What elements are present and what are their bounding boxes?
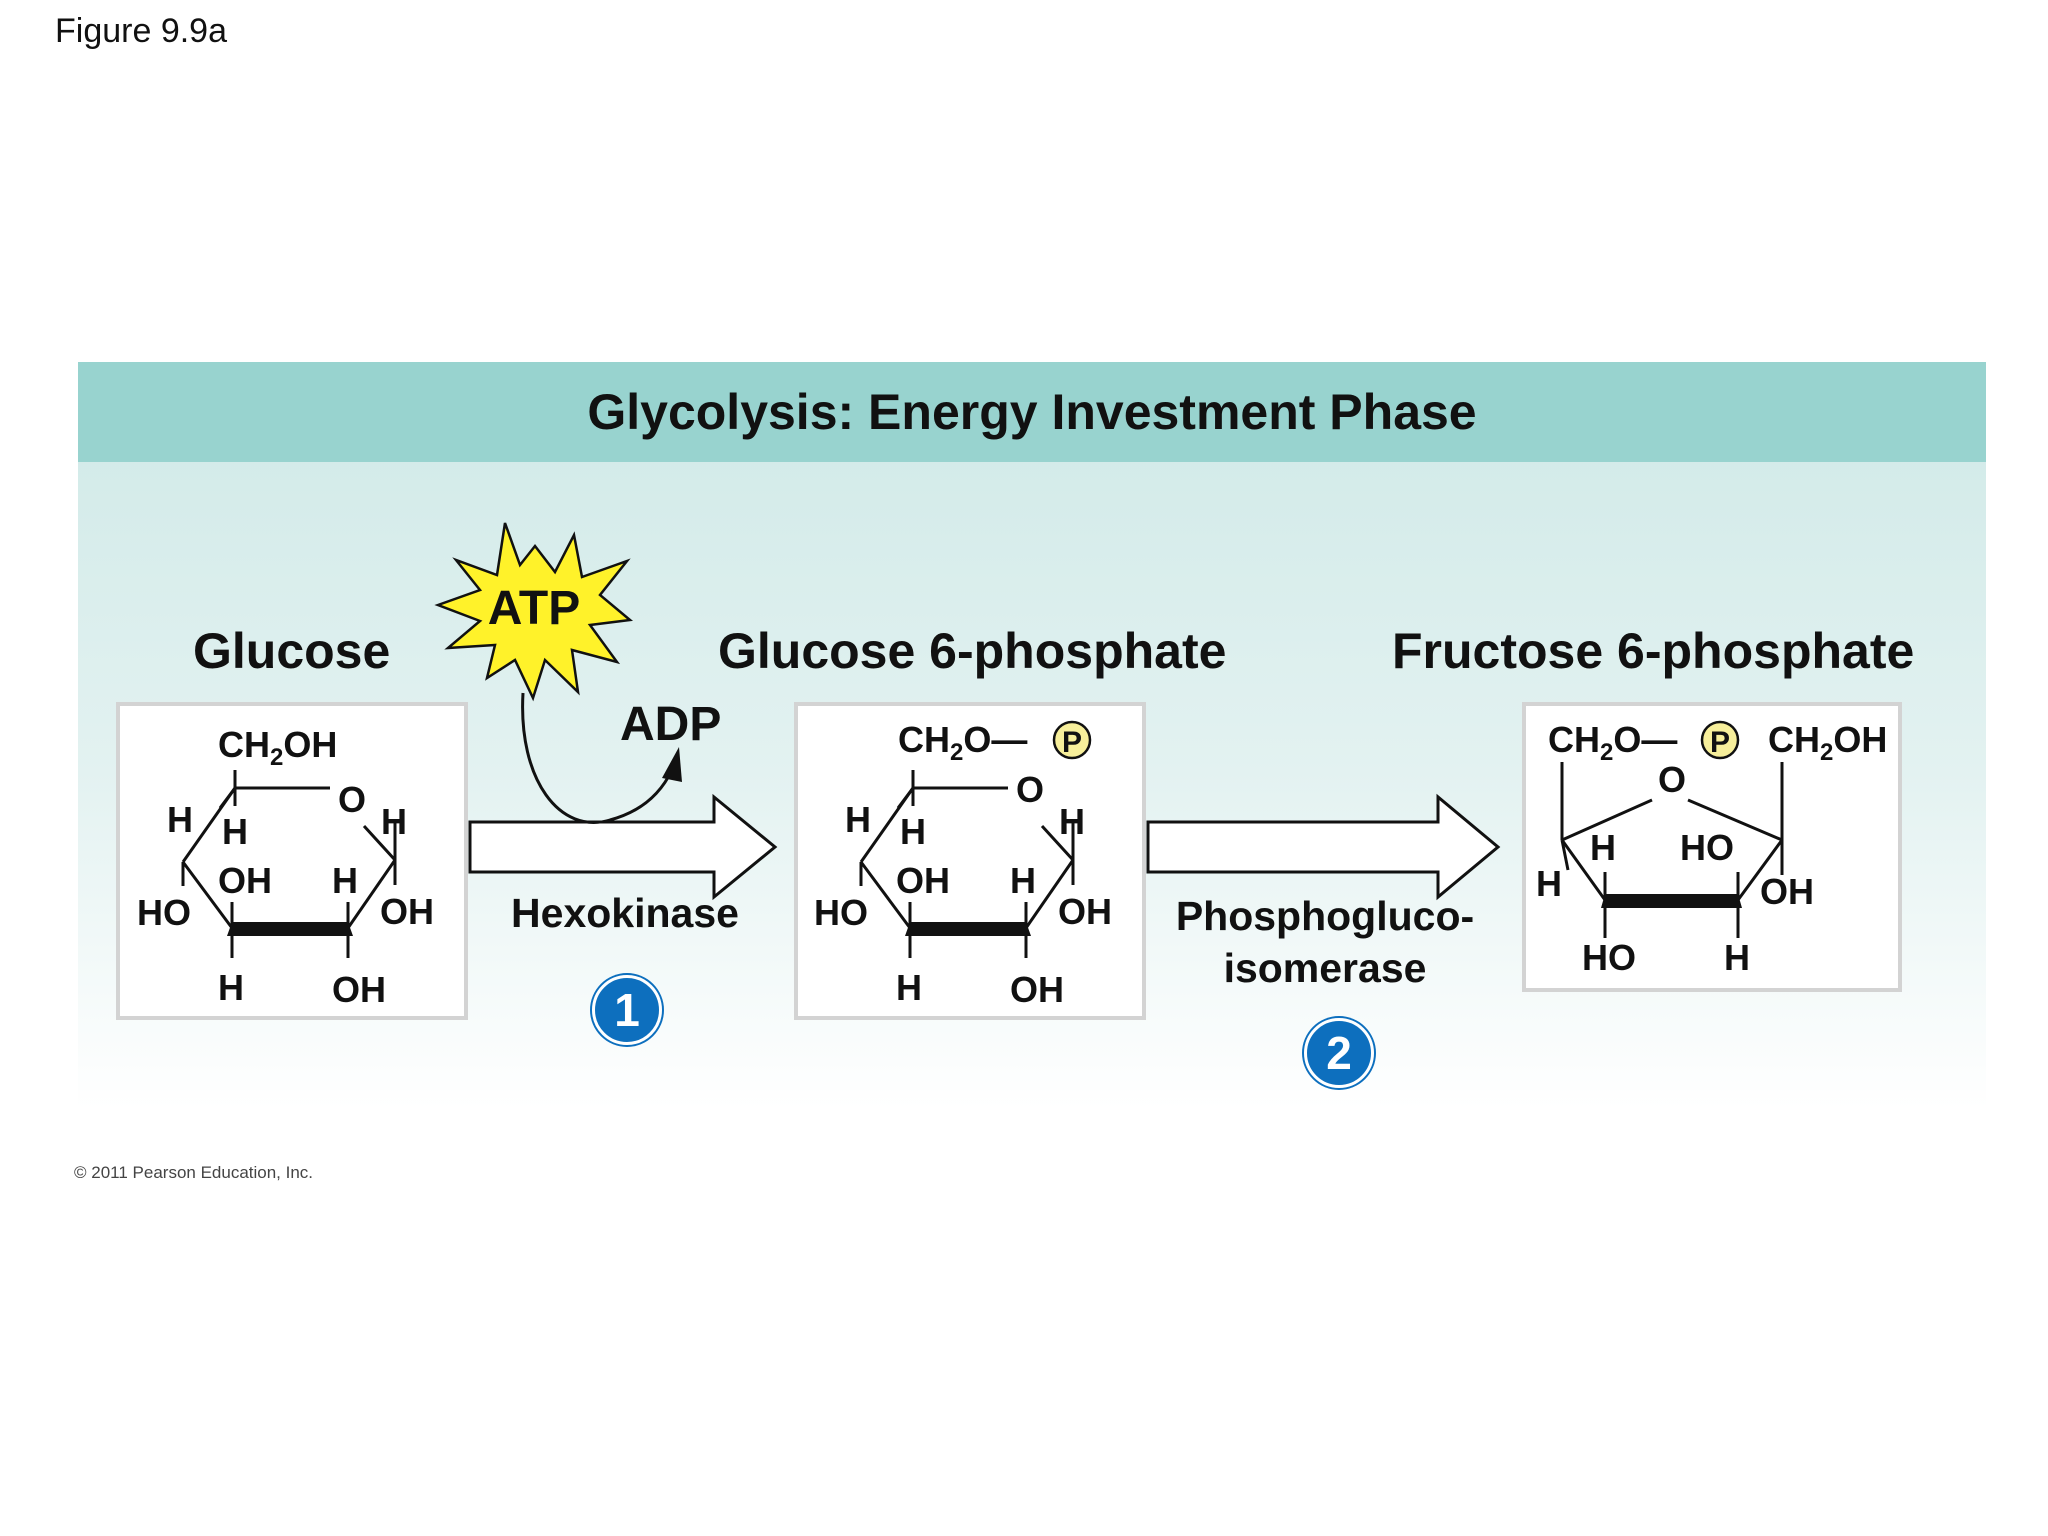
svg-text:HO: HO	[137, 892, 191, 933]
svg-text:OH: OH	[1010, 969, 1064, 1010]
svg-text:H: H	[218, 967, 244, 1008]
svg-text:CH2OH: CH2OH	[218, 724, 337, 771]
svg-text:OH: OH	[380, 891, 434, 932]
atp-label: ATP	[488, 582, 580, 635]
svg-text:CH2O—: CH2O—	[898, 719, 1027, 766]
reaction-arrow-2	[1146, 793, 1501, 901]
svg-text:H: H	[332, 860, 358, 901]
phosphate-circle	[1052, 720, 1092, 760]
enzyme-line-1: Phosphogluco-	[1175, 893, 1475, 939]
svg-text:OH: OH	[218, 860, 272, 901]
atp-adp-curve	[521, 692, 674, 824]
glucose-structure: CH2OH O H H H OH H HO OH H OH	[137, 724, 434, 1010]
g6p-structure: CH2O— P O H H H OH H HO OH H OH	[814, 719, 1112, 1010]
svg-text:H: H	[1059, 801, 1085, 842]
f6p-title: Fructose 6-phosphate	[1392, 623, 1915, 679]
phosphate-circle-f6p	[1700, 720, 1740, 760]
svg-text:H: H	[1536, 863, 1562, 904]
svg-text:O: O	[338, 779, 366, 820]
banner	[78, 362, 1986, 462]
svg-text:H: H	[900, 811, 926, 852]
svg-text:CH2O—: CH2O—	[1548, 719, 1677, 766]
atp-adp-arrowhead	[662, 747, 682, 782]
svg-text:O: O	[1016, 769, 1044, 810]
svg-text:H: H	[381, 801, 407, 842]
svg-text:OH: OH	[332, 969, 386, 1010]
glucose-box	[116, 702, 468, 1020]
svg-text:H: H	[167, 799, 193, 840]
svg-text:CH2OH: CH2OH	[1768, 719, 1887, 766]
svg-text:H: H	[1724, 937, 1750, 978]
enzyme-line-2: isomerase	[1223, 945, 1427, 991]
enzyme-hexokinase: Hexokinase	[511, 890, 739, 936]
atp-starburst	[434, 522, 634, 702]
figure-label: Figure 9.9a	[55, 12, 227, 50]
copyright: © 2011 Pearson Education, Inc.	[74, 1163, 314, 1182]
svg-text:HO: HO	[1680, 827, 1734, 868]
svg-text:H: H	[222, 811, 248, 852]
svg-text:OH: OH	[1058, 891, 1112, 932]
adp-label: ADP	[620, 698, 721, 751]
svg-text:OH: OH	[1760, 871, 1814, 912]
svg-text:P: P	[1062, 726, 1082, 759]
svg-text:OH: OH	[896, 860, 950, 901]
enzyme-phosphoglucoisomerase: Phosphogluco- isomerase	[1150, 890, 1500, 994]
step-2-badge: 2	[1304, 1018, 1374, 1088]
f6p-structure: CH2O— P CH2OH O H HO H OH HO H	[1536, 719, 1887, 978]
svg-text:P: P	[1710, 726, 1730, 759]
step-1-badge: 1	[592, 975, 662, 1045]
svg-text:H: H	[896, 967, 922, 1008]
svg-text:HO: HO	[1582, 937, 1636, 978]
svg-text:O: O	[1658, 759, 1686, 800]
svg-text:H: H	[1010, 860, 1036, 901]
glucose-title: Glucose	[193, 623, 391, 679]
banner-title: Glycolysis: Energy Investment Phase	[587, 384, 1477, 440]
reaction-arrow-1	[468, 793, 778, 901]
svg-text:H: H	[1590, 827, 1616, 868]
svg-text:H: H	[845, 799, 871, 840]
g6p-box	[794, 702, 1146, 1020]
svg-text:HO: HO	[814, 892, 868, 933]
g6p-title: Glucose 6-phosphate	[718, 623, 1227, 679]
